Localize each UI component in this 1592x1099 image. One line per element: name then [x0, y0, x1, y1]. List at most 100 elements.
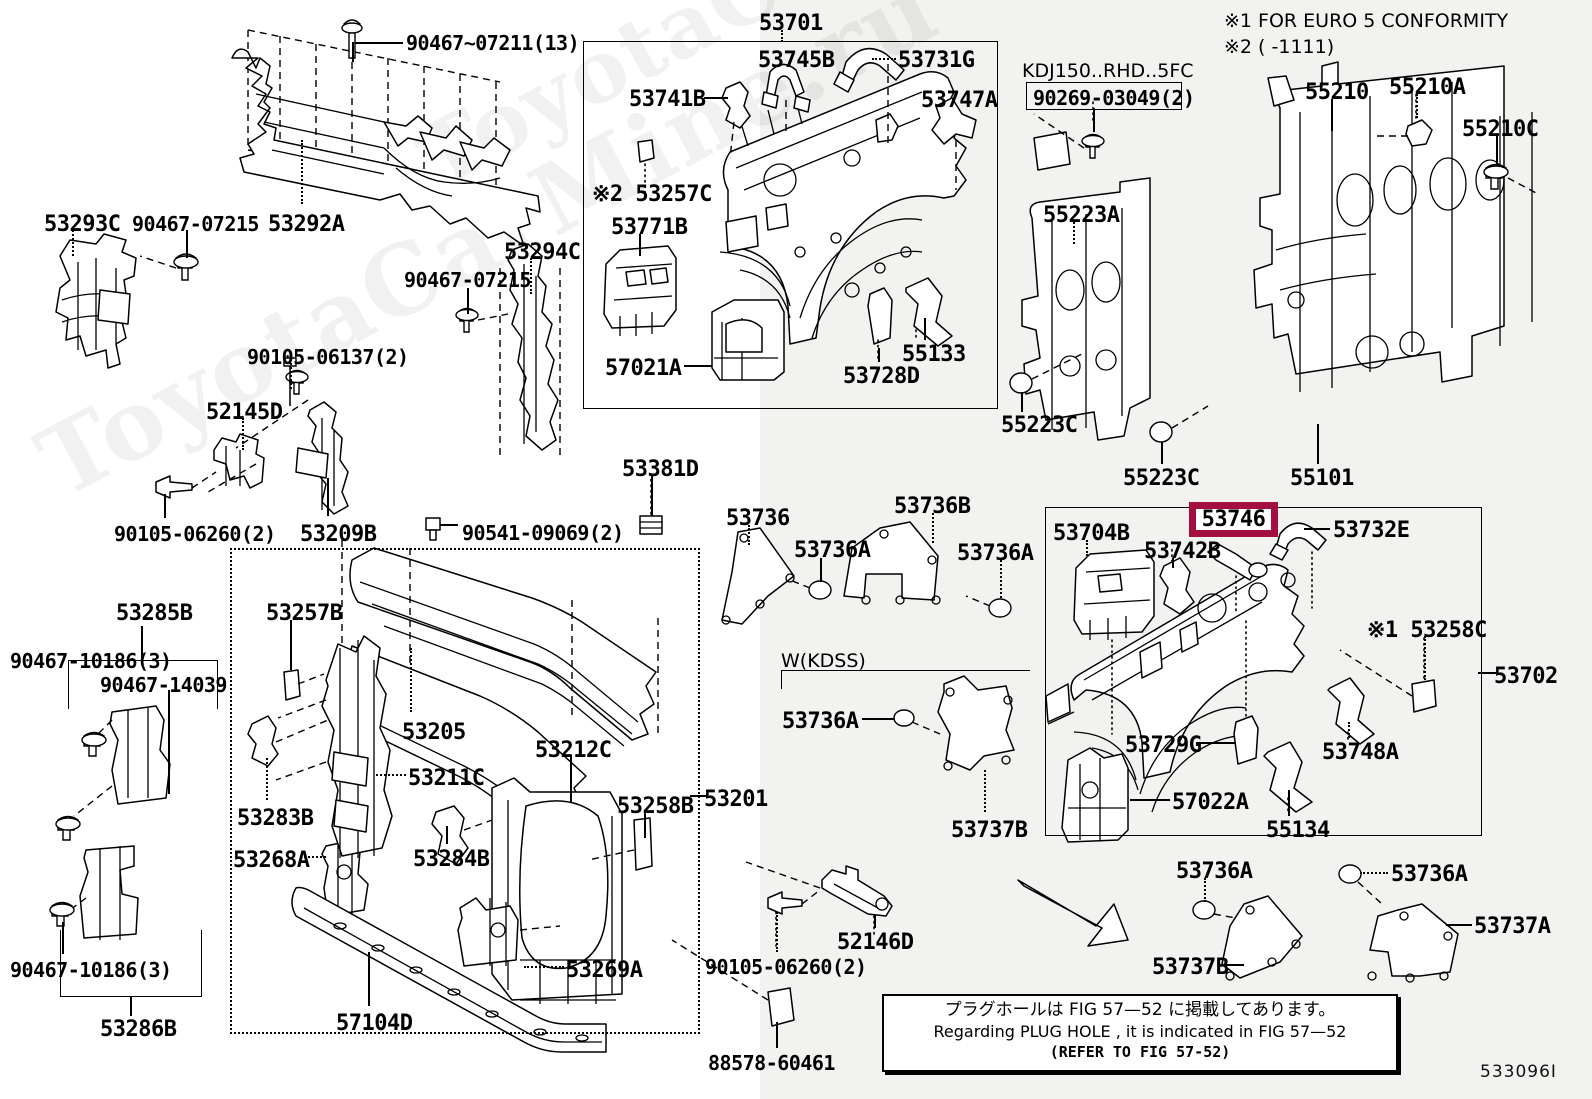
- callout-53286B[interactable]: 53286B: [100, 1017, 177, 1042]
- callout-KDJ150RHD5FC[interactable]: KDJ150..RHD..5FC: [1022, 60, 1194, 82]
- callout-53284B[interactable]: 53284B: [413, 847, 490, 872]
- callout-53737B[interactable]: 53737B: [951, 818, 1028, 843]
- part-53285B: [73, 705, 171, 817]
- callout-53269A[interactable]: 53269A: [566, 958, 643, 983]
- callout-55134[interactable]: 55134: [1266, 818, 1330, 843]
- callout-90467-101863[interactable]: 90467-10186(3): [10, 958, 172, 982]
- callout-52146D[interactable]: 52146D: [837, 930, 914, 955]
- plug-note-en: Regarding PLUG HOLE , it is indicated in…: [933, 1022, 1347, 1041]
- highlight-53746[interactable]: 53746: [1189, 502, 1278, 537]
- callout-53742B[interactable]: 53742B: [1144, 539, 1221, 564]
- callout-53257B[interactable]: 53257B: [266, 601, 343, 626]
- callout-90105-062602[interactable]: 90105-06260(2): [705, 955, 867, 979]
- callout-53736A[interactable]: 53736A: [1391, 862, 1468, 887]
- leader-53284B: [446, 826, 448, 844]
- part-53293C: [55, 233, 137, 369]
- leader-55210: [1331, 99, 1333, 131]
- callout-57022A[interactable]: 57022A: [1172, 790, 1249, 815]
- callout-90467-07215[interactable]: 90467-07215: [132, 212, 259, 236]
- leader-55223A: [1073, 222, 1075, 244]
- leader-55223C-b: [1161, 442, 1163, 464]
- callout-90541-090692[interactable]: 90541-09069(2): [462, 521, 624, 545]
- frame-53201: [230, 548, 700, 1034]
- callout-53741B[interactable]: 53741B: [629, 87, 706, 112]
- leader-57021A: [684, 365, 712, 367]
- callout-53293C[interactable]: 53293C: [44, 212, 121, 237]
- leader-53211C: [376, 774, 406, 776]
- leader-53283B: [266, 758, 268, 800]
- callout-53748A[interactable]: 53748A: [1322, 740, 1399, 765]
- callout-53729G[interactable]: 53729G: [1125, 733, 1202, 758]
- callout-57021A[interactable]: 57021A: [605, 356, 682, 381]
- bracket-kdss: [781, 670, 1030, 689]
- callout-90467-07215[interactable]: 90467-07215: [404, 268, 531, 292]
- callout-53201[interactable]: 53201: [704, 787, 768, 812]
- frame-90269-03049: [1026, 82, 1182, 110]
- leader-53737B-br: [1218, 964, 1244, 966]
- callout-90467-101863[interactable]: 90467-10186(3): [10, 649, 172, 673]
- callout-55210[interactable]: 55210: [1305, 80, 1369, 105]
- leader-53258C: [1424, 636, 1426, 680]
- callout-53747A[interactable]: 53747A: [921, 88, 998, 113]
- leader-90541-09069: [440, 524, 458, 526]
- callout-53205[interactable]: 53205: [402, 720, 466, 745]
- leader-53736A-kdss: [862, 718, 894, 720]
- callout-53736A[interactable]: 53736A: [794, 538, 871, 563]
- leader-53268A: [300, 856, 326, 858]
- leader-53702: [1478, 672, 1496, 674]
- callout-53731G[interactable]: 53731G: [898, 48, 975, 73]
- callout-53732E[interactable]: 53732E: [1333, 518, 1410, 543]
- callout-55210C[interactable]: 55210C: [1462, 117, 1539, 142]
- callout-53728D[interactable]: 53728D: [843, 364, 920, 389]
- callout-53209B[interactable]: 53209B: [300, 522, 377, 547]
- callout-53381D[interactable]: 53381D: [622, 457, 699, 482]
- leader-53736A-b: [1000, 560, 1002, 598]
- frame-53702: [1045, 507, 1482, 836]
- callout-53702[interactable]: 53702: [1494, 664, 1558, 689]
- plug-note-ref: (REFER TO FIG 57-52): [1049, 1043, 1231, 1061]
- callout-88578-60461[interactable]: 88578-60461: [708, 1051, 835, 1075]
- leader-53748A: [1348, 722, 1350, 738]
- leader-53732E: [1304, 528, 1330, 530]
- leader-53742B: [1172, 558, 1174, 568]
- callout-53771B[interactable]: 53771B: [611, 215, 688, 240]
- callout-55223C[interactable]: 55223C: [1123, 466, 1200, 491]
- callout-55223C[interactable]: 55223C: [1001, 413, 1078, 438]
- callout-904670721113[interactable]: 90467~07211(13): [406, 31, 580, 55]
- frame-53701: [583, 41, 998, 409]
- callout-53736B[interactable]: 53736B: [894, 494, 971, 519]
- callout-53704B[interactable]: 53704B: [1053, 521, 1130, 546]
- callout-253257C[interactable]: ※2 53257C: [592, 182, 712, 207]
- callout-55101[interactable]: 55101: [1290, 466, 1354, 491]
- leader-53741B: [704, 97, 728, 99]
- callout-53737B[interactable]: 53737B: [1152, 955, 1229, 980]
- callout-53212C[interactable]: 53212C: [535, 738, 612, 763]
- callout-53736A[interactable]: 53736A: [1176, 859, 1253, 884]
- callout-90105-062602[interactable]: 90105-06260(2): [114, 522, 276, 546]
- callout-153258C[interactable]: ※1 53258C: [1367, 618, 1487, 643]
- callout-90105-061372[interactable]: 90105-06137(2): [247, 345, 409, 369]
- callout-53283B[interactable]: 53283B: [237, 806, 314, 831]
- callout-55210A[interactable]: 55210A: [1389, 75, 1466, 100]
- callout-53701[interactable]: 53701: [759, 11, 823, 36]
- callout-53294C[interactable]: 53294C: [504, 240, 581, 265]
- callout-57104D[interactable]: 57104D: [336, 1011, 413, 1036]
- callout-53268A[interactable]: 53268A: [233, 848, 310, 873]
- callout-55133[interactable]: 55133: [902, 342, 966, 367]
- callout-53736A[interactable]: 53736A: [782, 709, 859, 734]
- plug-note-jp: プラグホールは FIG 57—52 に掲載してあります。: [944, 1000, 1336, 1020]
- callout-53737A[interactable]: 53737A: [1474, 914, 1551, 939]
- callout-53292A[interactable]: 53292A: [268, 212, 345, 237]
- callout-90467-14039[interactable]: 90467-14039: [100, 673, 227, 697]
- callout-53745B[interactable]: 53745B: [758, 48, 835, 73]
- callout-53258B[interactable]: 53258B: [617, 794, 694, 819]
- callout-53285B[interactable]: 53285B: [116, 601, 193, 626]
- callout-52145D[interactable]: 52145D: [206, 400, 283, 425]
- callout-55223A[interactable]: 55223A: [1043, 203, 1120, 228]
- callout-53736A[interactable]: 53736A: [957, 541, 1034, 566]
- leader-53737A: [1446, 924, 1472, 926]
- callout-53211C[interactable]: 53211C: [408, 766, 485, 791]
- callout-53736[interactable]: 53736: [726, 506, 790, 531]
- callout-90269-030492[interactable]: 90269-03049(2): [1033, 86, 1195, 110]
